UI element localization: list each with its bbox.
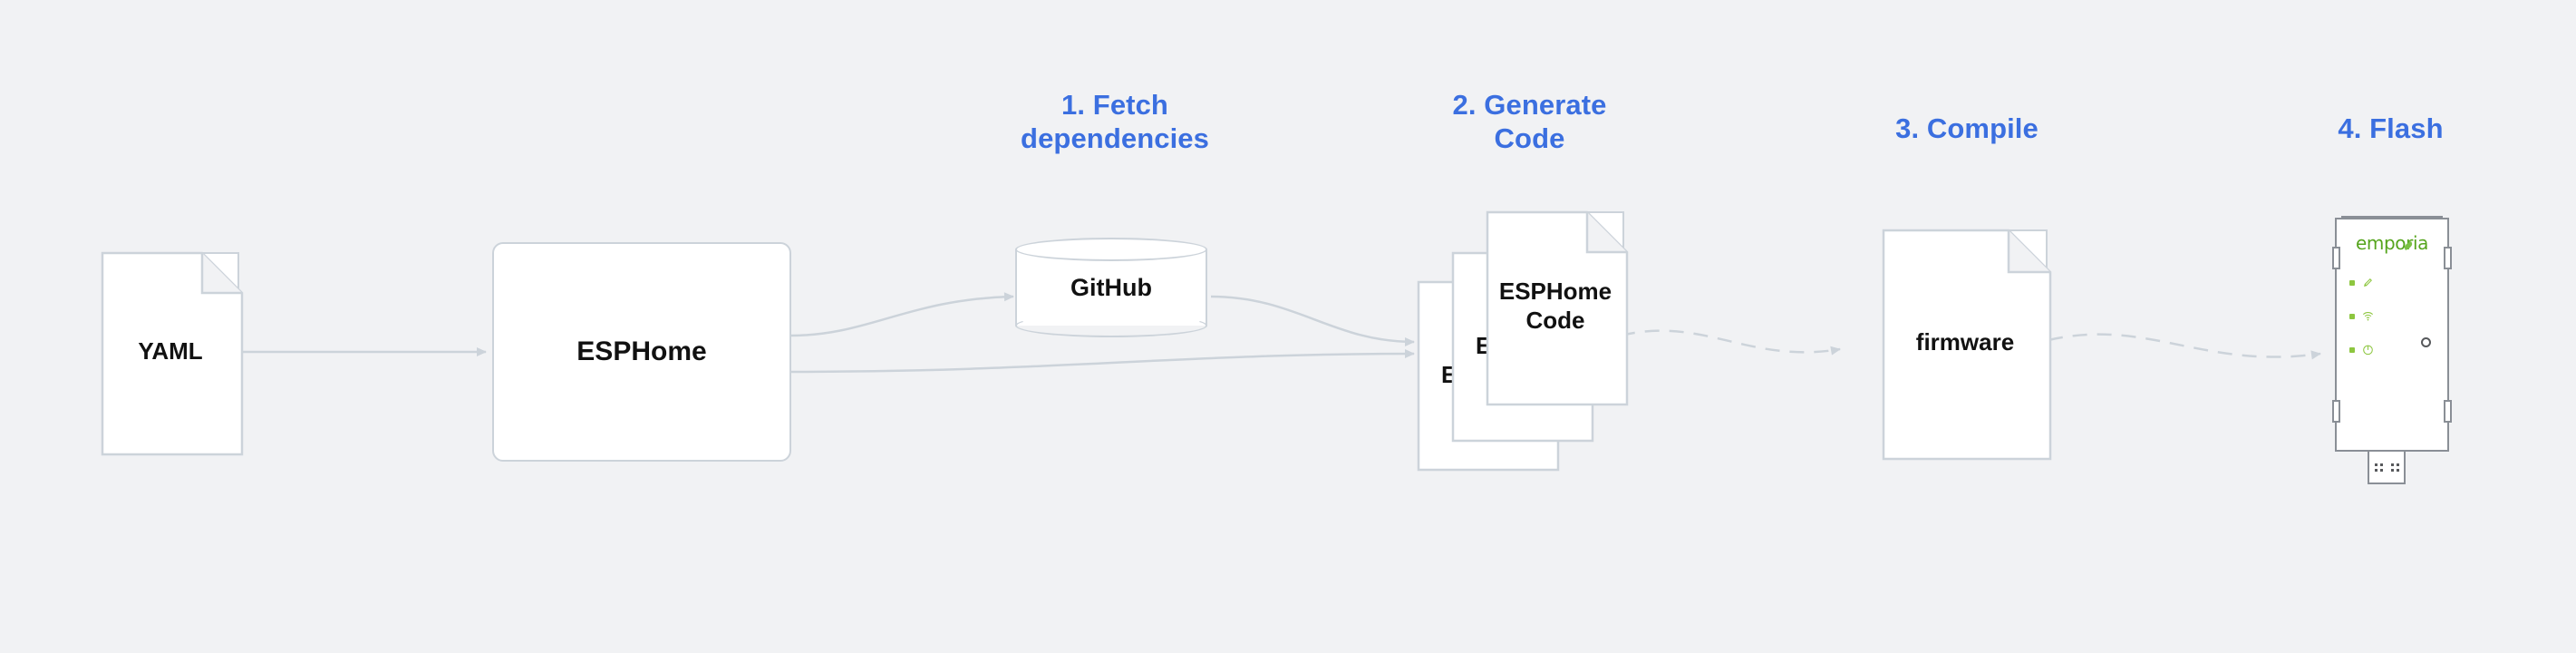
node-esphome[interactable]: ESPHome	[492, 242, 791, 462]
device-led-power	[2349, 343, 2375, 356]
github-cylinder-top	[1015, 238, 1207, 261]
wifi-icon	[2361, 309, 2375, 323]
step-label-fetch-line2: dependencies	[1021, 122, 1209, 154]
device-mount-tab-top-left	[2332, 247, 2340, 269]
device-brand-logo: emporia	[2337, 232, 2447, 254]
device-mount-tab-top-right	[2444, 247, 2452, 269]
link-icon	[2361, 276, 2375, 289]
step-label-fetch: 1. Fetch dependencies	[1006, 89, 1224, 155]
device-usb-connector	[2368, 450, 2406, 484]
node-firmware[interactable]: firmware	[1882, 229, 2052, 461]
power-icon	[2361, 343, 2375, 356]
step-label-compile-line1: 3. Compile	[1895, 112, 2039, 144]
led-indicator-dot	[2349, 313, 2355, 319]
usb-pin-right	[2390, 463, 2399, 472]
node-github-label: GitHub	[1070, 273, 1152, 301]
github-cylinder-bottom	[1015, 314, 1207, 337]
step-label-generate-line2: Code	[1494, 122, 1565, 154]
firmware-doc-shape	[1882, 229, 2052, 461]
node-yaml[interactable]: YAML	[101, 251, 244, 456]
node-code-line1: ESPHome	[1498, 278, 1612, 306]
node-esphome-label: ESPHome	[576, 336, 707, 366]
node-code-line2: Code	[1525, 307, 1585, 334]
device-led-wifi	[2349, 309, 2375, 323]
connector-github-to-code	[1210, 295, 1415, 346]
usb-pin-left	[2374, 463, 2383, 472]
led-indicator-dot	[2349, 279, 2355, 286]
node-code-front-label: ESPHome Code	[1494, 278, 1617, 335]
connector-esphome-to-github	[789, 292, 1014, 337]
device-led-link	[2349, 276, 2375, 289]
device-top-lip	[2341, 216, 2443, 220]
code-front-doc-shape	[1486, 210, 1629, 406]
connector-code-to-firmware	[1620, 329, 1841, 356]
step-label-generate: 2. Generate Code	[1428, 89, 1632, 155]
node-device-emporia[interactable]: emporia	[2332, 216, 2452, 452]
node-github[interactable]: GitHub	[1015, 238, 1207, 337]
device-mount-tab-bottom-left	[2332, 400, 2340, 423]
node-yaml-label: YAML	[138, 337, 203, 365]
connector-esphome-to-code	[789, 349, 1415, 374]
device-reset-button[interactable]	[2421, 337, 2431, 347]
step-label-generate-line1: 2. Generate	[1452, 89, 1607, 121]
step-label-compile: 3. Compile	[1863, 112, 2071, 146]
device-brand-text: emporia	[2356, 232, 2428, 254]
yaml-doc-shape	[101, 251, 244, 456]
step-label-flash: 4. Flash	[2293, 112, 2488, 146]
github-cylinder-body	[1015, 249, 1207, 326]
device-mount-tab-bottom-right	[2444, 400, 2452, 423]
node-firmware-label: firmware	[1915, 328, 2015, 356]
step-label-fetch-line1: 1. Fetch	[1061, 89, 1168, 121]
node-code-sheet-front[interactable]: ESPHome Code	[1486, 210, 1629, 406]
step-label-flash-line1: 4. Flash	[2338, 112, 2444, 144]
connector-firmware-to-device	[2048, 333, 2321, 360]
led-indicator-dot	[2349, 346, 2355, 353]
